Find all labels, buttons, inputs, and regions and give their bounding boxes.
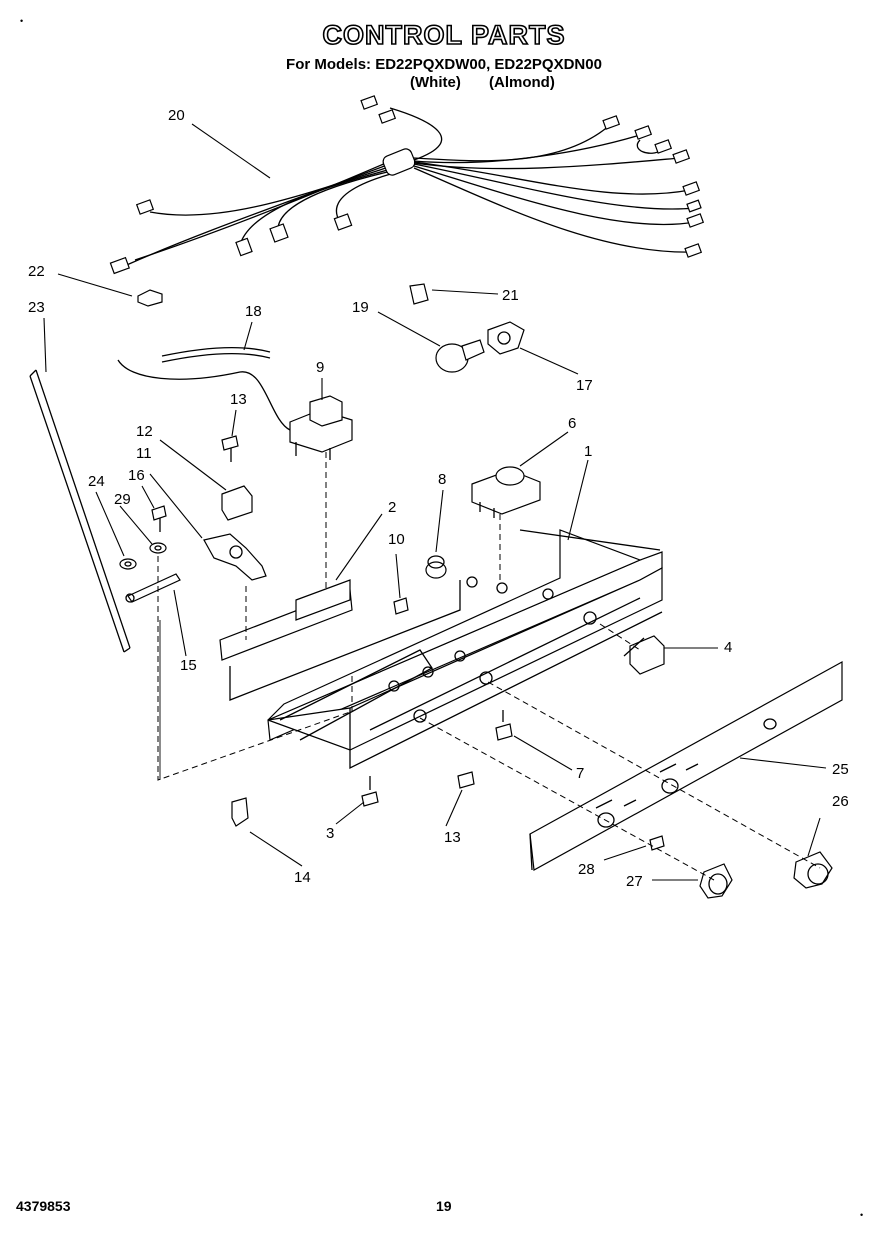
callout-13-upper: 13 — [230, 391, 247, 408]
callout-25: 25 — [832, 761, 849, 778]
console-panel-25 — [529, 660, 843, 871]
callout-18: 18 — [245, 303, 262, 320]
knob-27 — [699, 863, 733, 899]
callout-17: 17 — [576, 377, 593, 394]
callout-29: 29 — [114, 491, 131, 508]
callout-3: 3 — [326, 825, 334, 842]
callout-27: 27 — [626, 873, 643, 890]
control-housing-1 — [267, 529, 663, 770]
callout-10: 10 — [388, 531, 405, 548]
variant-white-label: (White) — [410, 74, 461, 91]
bracket-12 — [221, 485, 253, 521]
bulb-socket-clip-21 — [409, 283, 429, 305]
callout-14: 14 — [294, 869, 311, 886]
screw-13-upper — [221, 435, 239, 462]
callout-13-lower: 13 — [444, 829, 461, 846]
callout-15: 15 — [180, 657, 197, 674]
callout-22: 22 — [28, 263, 45, 280]
callout-6: 6 — [568, 415, 576, 432]
washer-29 — [149, 542, 167, 554]
clip-22 — [137, 289, 163, 307]
knob-26 — [793, 851, 833, 889]
document-number: 4379853 — [16, 1198, 71, 1214]
callout-2: 2 — [388, 499, 396, 516]
callout-numbers: 20 22 23 18 21 19 17 9 13 12 11 16 6 1 8… — [28, 107, 849, 890]
wiring-harness — [109, 95, 705, 275]
bezel-28 — [649, 835, 665, 851]
corner-mark-top-left: • — [20, 16, 24, 26]
callout-7: 7 — [576, 765, 584, 782]
leader-lines — [43, 123, 827, 881]
callout-11: 11 — [136, 445, 152, 462]
rod-23 — [29, 369, 131, 653]
callout-16: 16 — [128, 467, 145, 484]
corner-mark-bottom-right: • — [860, 1210, 864, 1220]
callout-19: 19 — [352, 299, 369, 316]
clip-14 — [231, 797, 249, 827]
callout-1: 1 — [584, 443, 592, 460]
alignment-lines — [157, 452, 821, 881]
callout-23: 23 — [28, 299, 45, 316]
models-line: For Models: ED22PQXDW00, ED22PQXDN00 — [286, 56, 602, 73]
screw-13-lower — [457, 771, 475, 789]
light-shield-4 — [623, 635, 665, 675]
screw-16 — [151, 505, 167, 532]
variant-almond-label: (Almond) — [489, 74, 555, 91]
callout-9: 9 — [316, 359, 324, 376]
switch-9 — [289, 395, 353, 460]
callout-26: 26 — [832, 793, 849, 810]
screw-10 — [393, 597, 409, 615]
page-title: CONTROL PARTS — [322, 19, 566, 51]
callout-20: 20 — [168, 107, 185, 124]
page-number: 19 — [436, 1198, 452, 1214]
callout-21: 21 — [502, 287, 519, 304]
light-bulb-19 — [435, 339, 485, 373]
callout-12: 12 — [136, 423, 153, 440]
callout-28: 28 — [578, 861, 595, 878]
light-socket-17 — [487, 321, 525, 355]
washer-24 — [119, 558, 137, 570]
tube-18 — [117, 346, 291, 431]
screw-3 — [361, 776, 379, 807]
screw-7 — [495, 710, 513, 741]
damper-control-11 — [203, 533, 267, 581]
bracket-2 — [219, 579, 461, 701]
grommet-8 — [425, 555, 447, 579]
callout-24: 24 — [88, 473, 105, 490]
callout-8: 8 — [438, 471, 446, 488]
cold-control-6 — [471, 466, 541, 518]
callout-4: 4 — [724, 639, 732, 656]
lever-15 — [125, 573, 181, 603]
